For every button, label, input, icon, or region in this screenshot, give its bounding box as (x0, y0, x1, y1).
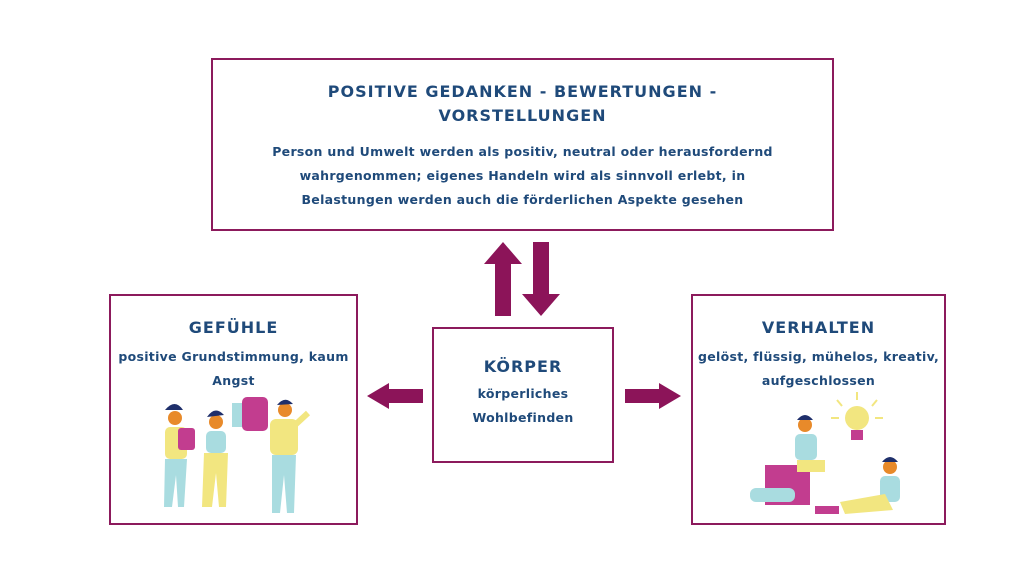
arrow-up-icon (484, 242, 522, 316)
behavior-box: VERHALTEN gelöst, flüssig, mühelos, krea… (691, 294, 946, 525)
creative-people-lightbulb-illustration (750, 392, 900, 514)
body-description: körperliches Wohlbefinden (472, 386, 574, 425)
feelings-description: positive Grundstimmung, kaum Angst (118, 349, 349, 388)
arrow-right-icon (625, 383, 681, 409)
feelings-title: GEFÜHLE (188, 318, 279, 337)
arrow-left-icon (367, 383, 423, 409)
body-box: KÖRPER körperliches Wohlbefinden (432, 327, 614, 463)
thoughts-box: POSITIVE GEDANKEN - BEWERTUNGEN - VORSTE… (211, 58, 834, 231)
body-title: KÖRPER (483, 357, 563, 376)
feelings-box: GEFÜHLE positive Grundstimmung, kaum Ang… (109, 294, 358, 525)
behavior-description: gelöst, flüssig, mühelos, kreativ, aufge… (697, 349, 940, 388)
people-thumbs-up-illustration (164, 397, 311, 513)
arrow-down-icon (522, 242, 560, 316)
behavior-title: VERHALTEN (761, 318, 876, 337)
lightbulb-icon (831, 392, 883, 440)
thoughts-title: POSITIVE GEDANKEN - BEWERTUNGEN - VORSTE… (327, 82, 718, 125)
thoughts-description: Person und Umwelt werden als positiv, ne… (272, 144, 773, 207)
bidirectional-arrows (484, 242, 560, 316)
